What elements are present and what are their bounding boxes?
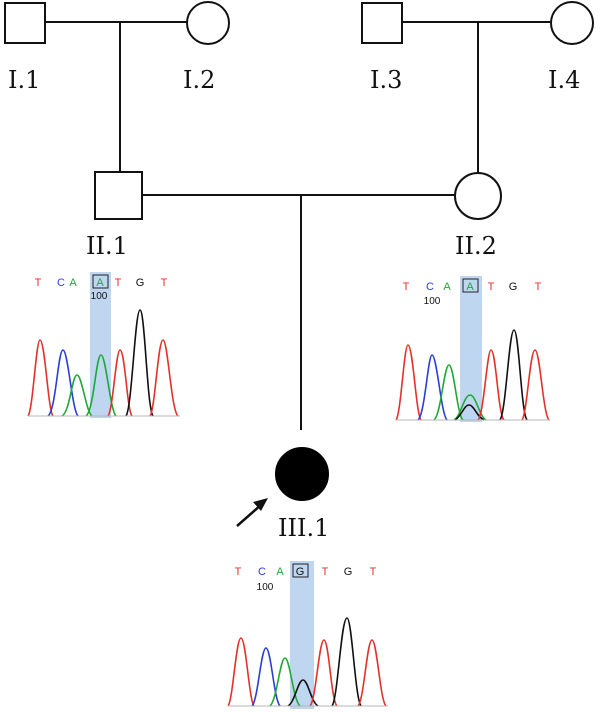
chromatogram-ii2: T C A A T G T 100 [395,276,550,422]
base-call: T [115,277,122,289]
base-call: A [276,566,284,578]
base-call: A [96,277,104,289]
position-label: 100 [257,582,274,593]
individual-i2-symbol [186,1,230,45]
trace-peak-c [47,349,79,417]
trace-peak-t [521,349,550,421]
position-label: 100 [91,291,108,302]
individual-ii2-label: II.2 [455,232,497,260]
base-call: G [296,566,305,578]
base-call: G [136,277,145,289]
individual-i2-label: I.2 [183,66,215,94]
trace-peak-a [61,374,93,417]
base-call: T [161,277,168,289]
variant-base-box [462,278,479,293]
base-call: G [344,566,353,578]
variant-highlight [460,276,482,422]
trace-peak-t [107,349,133,417]
base-call: C [426,281,434,293]
base-call: T [322,566,329,578]
trace-peak-t [309,639,338,707]
base-call: C [57,277,65,289]
trace-peak-g [125,309,154,417]
base-call: T [235,566,242,578]
individual-i4-label: I.4 [548,66,580,94]
base-call: T [370,566,377,578]
individual-ii1-label: II.1 [86,232,128,260]
base-call: T [35,277,42,289]
base-call: A [466,281,474,293]
trace-peak-c [251,647,281,707]
trace-peak-t [149,339,179,417]
individual-i3-label: I.3 [370,66,402,94]
base-call: T [403,281,410,293]
chromatogram-ii1: T C A A T G T 100 [27,272,180,418]
trace-peak-t [395,344,422,421]
individual-ii2-symbol [454,172,502,220]
trace-peak-t [27,339,54,417]
trace-peak-t [227,637,255,707]
variant-base-box [92,274,109,289]
individual-i3-symbol [361,2,403,44]
trace-peak-t [477,349,505,421]
variant-base-box [292,563,309,578]
base-call: A [69,277,77,289]
proband-arrow-icon [236,498,268,527]
trace-peak-a [433,364,464,421]
trace-peak-t [357,639,387,707]
trace-peak-g [499,329,528,421]
base-call: C [258,566,266,578]
base-call: T [488,281,495,293]
individual-ii1-symbol [94,171,143,220]
individual-i1-symbol [4,2,46,44]
base-call: A [443,281,451,293]
individual-iii1-symbol [275,447,329,501]
base-call: G [509,281,518,293]
individual-iii1-label: III.1 [278,514,329,542]
individual-i1-label: I.1 [8,66,40,94]
trace-peak-g [454,404,485,421]
trace-peak-g [331,617,362,707]
base-call: T [535,281,542,293]
position-label: 100 [424,296,441,307]
individual-i4-symbol [550,1,594,45]
trace-peak-c [417,354,448,421]
chromatogram-iii1: T C A G T G T 100 [227,561,388,709]
variant-highlight [290,561,314,709]
